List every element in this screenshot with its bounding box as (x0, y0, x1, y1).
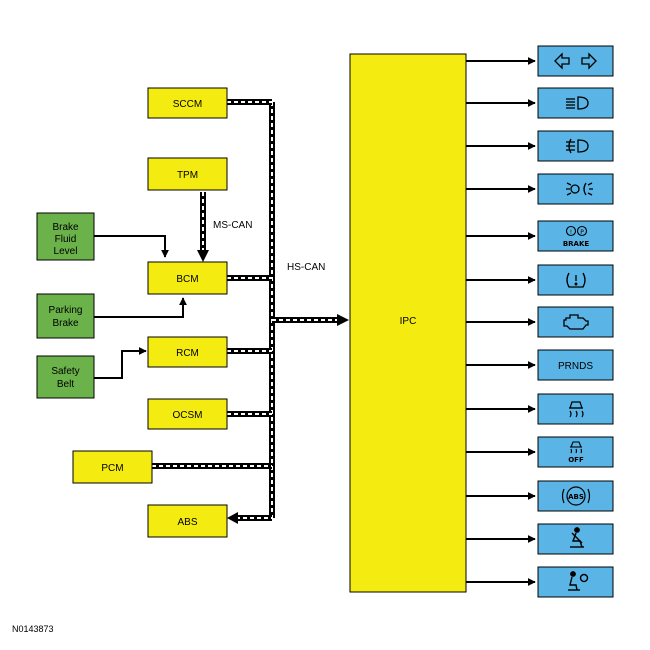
bcm-module: BCM (147, 261, 228, 295)
parking-brake-line-2: Brake (52, 318, 79, 329)
indicator-abs: ABS (537, 480, 614, 512)
safety-belt-line-2: Belt (57, 379, 74, 390)
pcm-label: PCM (101, 463, 123, 474)
hs-can-bus (152, 99, 349, 524)
indicator-airbag (537, 566, 614, 598)
indicator-traction-control (537, 393, 614, 425)
input-wiring (94, 235, 187, 379)
safety-belt-input: Safety Belt (36, 355, 95, 399)
fog-lamp-icon (566, 138, 589, 154)
brake-exclaim-glyph: ! (570, 229, 572, 236)
sccm-label: SCCM (173, 99, 202, 110)
hs-can-label: HS-CAN (287, 262, 325, 273)
brake-fluid-level-input: Brake Fluid Level (36, 212, 95, 261)
traction-control-icon (569, 401, 584, 418)
ipc-module: IPC (349, 53, 467, 593)
indicator-check-engine (537, 306, 614, 338)
brake-warning-icon: ! P (565, 225, 588, 237)
bcm-label: BCM (176, 274, 198, 285)
indicator-parking-lamp (537, 173, 614, 205)
parking-lamp-icon (566, 182, 593, 196)
abs-warning-icon (561, 486, 591, 506)
indicator-fog-lamp (537, 130, 614, 162)
low-beam-icon (566, 96, 589, 110)
parking-brake-input: Parking Brake (36, 293, 95, 339)
brake-fluid-line-2: Fluid (55, 234, 77, 245)
traction-off-text: OFF (568, 456, 584, 464)
pcm-module: PCM (72, 450, 153, 484)
airbag-warning-icon (568, 571, 589, 591)
rcm-module: RCM (147, 336, 228, 368)
check-engine-icon (563, 314, 589, 330)
rcm-label: RCM (176, 348, 199, 359)
indicator-prnds: PRNDS (537, 349, 614, 381)
indicator-turn-signal (537, 45, 614, 77)
brake-p-glyph: P (580, 229, 584, 236)
indicator-brake: ! P BRAKE (537, 220, 614, 252)
indicator-traction-off: OFF (537, 436, 614, 468)
ms-can-bus (197, 192, 209, 262)
sccm-module: SCCM (147, 87, 228, 119)
brake-fluid-line-3: Level (54, 246, 78, 257)
abs-label: ABS (177, 517, 197, 528)
safety-belt-line-1: Safety (51, 366, 79, 377)
tpm-module: TPM (147, 157, 228, 191)
brake-text: BRAKE (563, 240, 590, 248)
indicator-outputs (466, 57, 536, 586)
tire-pressure-icon (566, 272, 586, 288)
prnds-text: PRNDS (558, 361, 593, 372)
seatbelt-reminder-icon (570, 527, 584, 548)
ms-can-label: MS-CAN (213, 220, 252, 231)
figure-reference: N0143873 (12, 624, 54, 634)
ocsm-module: OCSM (147, 398, 228, 430)
ocsm-label: OCSM (173, 410, 203, 421)
brake-fluid-line-1: Brake (52, 222, 79, 233)
parking-brake-line-1: Parking (49, 305, 83, 316)
turn-signal-icon (554, 52, 597, 70)
ipc-label: IPC (400, 316, 417, 327)
indicator-seatbelt (537, 523, 614, 555)
traction-off-icon (570, 441, 583, 454)
abs-indicator-text: ABS (568, 493, 584, 501)
tpm-label: TPM (177, 170, 198, 181)
indicator-low-beam (537, 87, 614, 119)
abs-module: ABS (147, 504, 228, 538)
indicator-tire-pressure (537, 264, 614, 296)
